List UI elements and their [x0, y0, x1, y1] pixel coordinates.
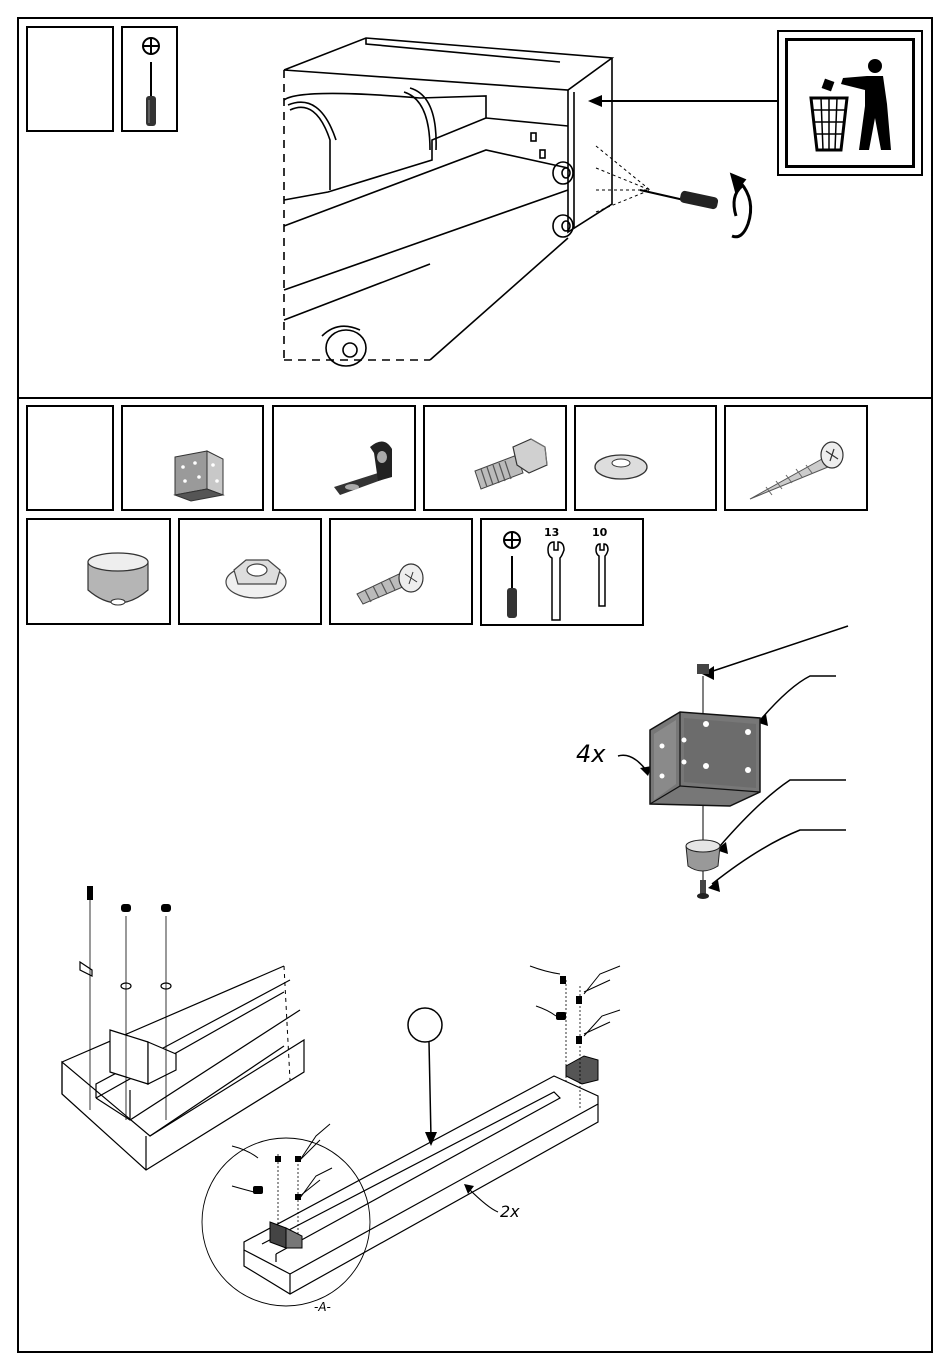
quantity-4x-label: 4x	[576, 740, 605, 768]
detail-a-label: -A-	[314, 1300, 331, 1314]
quantity-2x-label: 2x	[500, 1202, 520, 1221]
